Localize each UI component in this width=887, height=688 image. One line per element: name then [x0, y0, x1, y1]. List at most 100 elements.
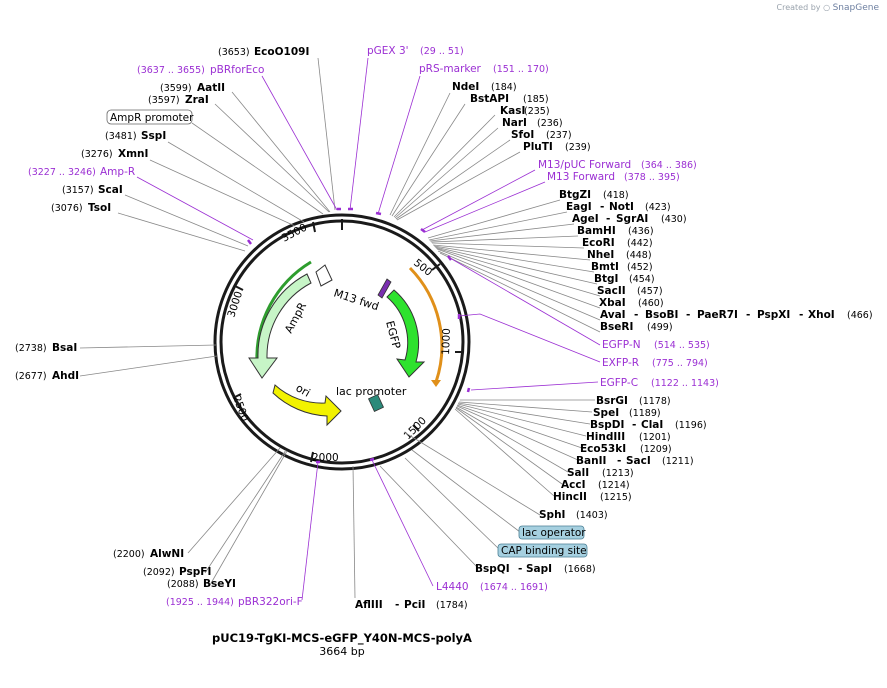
enzyme-banii[interactable]: BanII: [576, 455, 606, 467]
ampr-feature: [248, 273, 312, 379]
egfp-feature: [386, 289, 426, 378]
primer-prs-marker[interactable]: pRS-marker: [419, 63, 482, 75]
label-m13-fwd: M13 fwd: [332, 286, 380, 313]
pos-ahdi: (2677): [15, 371, 47, 382]
feature-lac-operator[interactable]: lac operator: [518, 525, 586, 540]
ticks: [232, 219, 463, 463]
enzyme-bsai[interactable]: BsaI: [52, 342, 77, 354]
enzyme-zrai[interactable]: ZraI: [185, 94, 209, 106]
enzyme-bseyi[interactable]: BseYI: [203, 578, 236, 590]
feature-cap-binding-site[interactable]: CAP binding site: [497, 543, 588, 558]
primer-l4440[interactable]: L4440: [436, 581, 469, 593]
primer-amp-r[interactable]: Amp-R: [100, 166, 135, 178]
primer-m13-puc-forward[interactable]: M13/pUC Forward: [538, 159, 631, 171]
enzyme-bspqi[interactable]: BspQI: [475, 563, 510, 575]
enzyme-ecoo109i[interactable]: EcoO109I: [254, 46, 309, 58]
enzyme-aatii[interactable]: AatII: [197, 82, 225, 94]
primer-pbr322ori[interactable]: pBR322ori-F: [238, 596, 303, 608]
enzyme-bmti[interactable]: BmtI: [591, 261, 619, 273]
label-lac-operator: lac operator: [522, 527, 586, 539]
primer-exfp-r[interactable]: EXFP-R: [602, 357, 639, 369]
enzyme-avai[interactable]: AvaI: [600, 309, 626, 321]
egfp-orange-arrowhead: [431, 380, 441, 387]
dash-clai: -: [632, 419, 636, 431]
m13-fwd-marker: [315, 264, 392, 299]
enzyme-hindiii[interactable]: HindIII: [586, 431, 625, 443]
enzyme-xmni[interactable]: XmnI: [118, 148, 148, 160]
enzyme-pspfi[interactable]: PspFI: [179, 566, 211, 578]
enzyme-btgi[interactable]: BtgI: [594, 273, 618, 285]
enzyme-bsobi[interactable]: BsoBI: [645, 309, 678, 321]
enzyme-sapi[interactable]: SapI: [526, 563, 552, 575]
enzyme-xhoi[interactable]: XhoI: [808, 309, 835, 321]
pos-bmti: (452): [627, 262, 653, 273]
enzyme-alwni[interactable]: AlwNI: [150, 548, 184, 560]
range-m13-puc-forward: (364 .. 386): [641, 160, 697, 171]
enzyme-eagi[interactable]: EagI: [566, 201, 592, 213]
enzyme-bseri[interactable]: BseRI: [600, 321, 633, 333]
enzyme-saci[interactable]: SacI: [626, 455, 651, 467]
primer-pgex3[interactable]: pGEX 3': [367, 45, 409, 57]
enzyme-afliii[interactable]: AflIII: [355, 599, 383, 611]
plasmid-name: pUC19-TgKI-MCS-eGFP_Y40N-MCS-polyA: [212, 631, 472, 646]
enzyme-ndei[interactable]: NdeI: [452, 81, 479, 93]
dash-sgrai: -: [606, 213, 610, 225]
dash-paer7i: -: [686, 309, 690, 321]
pos-nari: (236): [537, 118, 563, 129]
enzyme-acci[interactable]: AccI: [561, 479, 585, 491]
pos-noti: (423): [645, 202, 671, 213]
enzyme-bamhi[interactable]: BamHI: [577, 225, 616, 237]
enzyme-sspi[interactable]: SspI: [141, 130, 166, 142]
enzyme-nari[interactable]: NarI: [502, 117, 527, 129]
enzyme-pluti[interactable]: PluTI: [523, 141, 553, 153]
enzyme-paer7i[interactable]: PaeR7I: [697, 309, 738, 321]
primer-egfp-c[interactable]: EGFP-C: [600, 377, 638, 389]
enzyme-btgzi[interactable]: BtgZI: [559, 189, 591, 201]
enzyme-clai[interactable]: ClaI: [641, 419, 663, 431]
enzyme-pspxi[interactable]: PspXI: [757, 309, 790, 321]
pos-bsai: (2738): [15, 343, 47, 354]
backbone: [213, 213, 471, 471]
enzyme-scai[interactable]: ScaI: [98, 184, 123, 196]
enzyme-ecori[interactable]: EcoRI: [582, 237, 615, 249]
enzyme-xbai[interactable]: XbaI: [599, 297, 626, 309]
range-m13-forward: (378 .. 395): [624, 172, 680, 183]
feature-ampr-promoter[interactable]: AmpR promoter: [106, 109, 194, 125]
pos-zrai: (3597): [148, 95, 180, 106]
primer-pbrforeco[interactable]: pBRforEco: [210, 64, 264, 76]
enzyme-sali[interactable]: SalI: [567, 467, 589, 479]
enzyme-nhei[interactable]: NheI: [587, 249, 614, 261]
enzyme-sacii[interactable]: SacII: [597, 285, 626, 297]
enzyme-tsoi[interactable]: TsoI: [88, 202, 111, 214]
pos-bamhi: (436): [628, 226, 654, 237]
enzyme-spei[interactable]: SpeI: [593, 407, 619, 419]
pos-sphi: (1403): [576, 510, 608, 521]
dash-noti: -: [600, 201, 604, 213]
enzyme-ahdi[interactable]: AhdI: [52, 370, 79, 382]
pos-pspfi: (2092): [143, 567, 175, 578]
enzyme-sfoi[interactable]: SfoI: [511, 129, 534, 141]
dash-pcii: -: [395, 599, 399, 611]
enzyme-sphi[interactable]: SphI: [539, 509, 565, 521]
enzyme-bspdi[interactable]: BspDI: [590, 419, 624, 431]
enzyme-noti[interactable]: NotI: [609, 201, 634, 213]
enzyme-kasi[interactable]: KasI: [500, 105, 525, 117]
enzyme-bsrgi[interactable]: BsrGI: [596, 395, 628, 407]
tick-1000: 1000: [440, 328, 453, 355]
primer-m13-forward[interactable]: M13 Forward: [547, 171, 615, 183]
enzyme-eco53ki[interactable]: Eco53kI: [580, 443, 626, 455]
range-exfp-r: (775 .. 794): [652, 358, 708, 369]
credit-prefix: Created by: [776, 3, 821, 12]
pos-sgrai: (430): [661, 214, 687, 225]
dash-saci: -: [617, 455, 621, 467]
label-ampr-promoter: AmpR promoter: [110, 112, 194, 124]
enzyme-bstapi[interactable]: BstAPI: [470, 93, 509, 105]
pos-sapi: (1668): [564, 564, 596, 575]
enzyme-agei[interactable]: AgeI: [572, 213, 599, 225]
pos-nhei: (448): [626, 250, 652, 261]
enzyme-sgrai[interactable]: SgrAI: [616, 213, 648, 225]
enzyme-hincii[interactable]: HincII: [553, 491, 587, 503]
enzyme-pcii[interactable]: PciI: [404, 599, 425, 611]
pos-btgi: (454): [629, 274, 655, 285]
primer-egfp-n[interactable]: EGFP-N: [602, 339, 641, 351]
